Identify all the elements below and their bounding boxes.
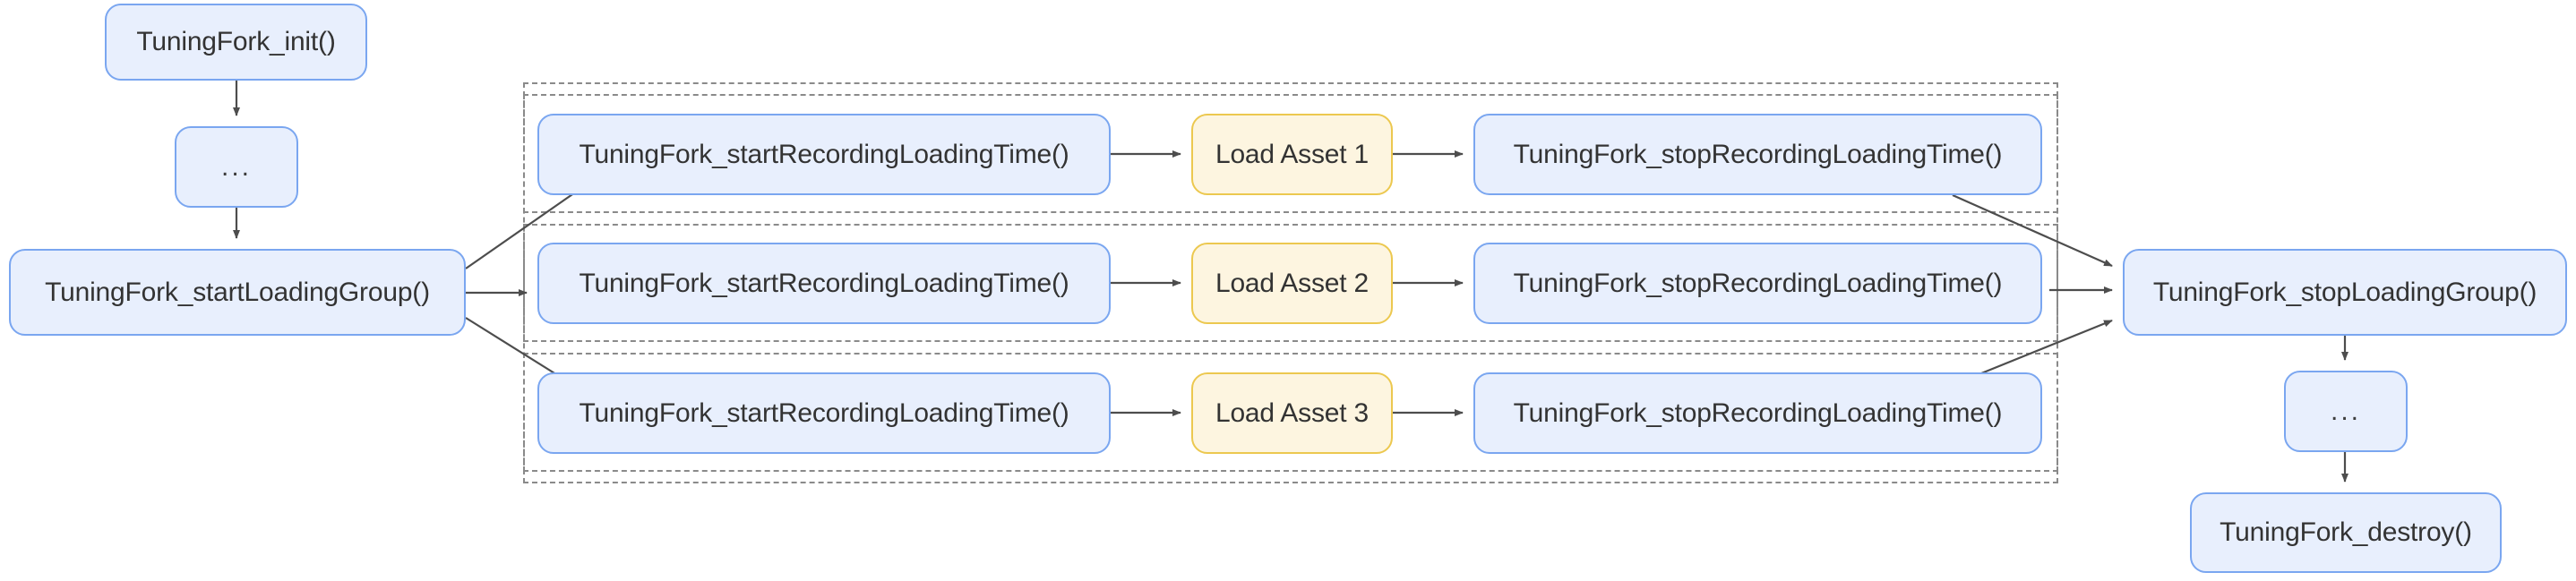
node-tuningfork-destroy[interactable]: TuningFork_destroy() — [2190, 492, 2502, 573]
asset-row-container-2 — [523, 224, 2058, 342]
node-stop-recording-3[interactable]: TuningFork_stopRecordingLoadingTime() — [1473, 372, 2042, 454]
node-start-recording-1[interactable]: TuningFork_startRecordingLoadingTime() — [537, 114, 1111, 195]
node-stop-recording-2[interactable]: TuningFork_stopRecordingLoadingTime() — [1473, 243, 2042, 324]
node-start-recording-2[interactable]: TuningFork_startRecordingLoadingTime() — [537, 243, 1111, 324]
node-stop-recording-1[interactable]: TuningFork_stopRecordingLoadingTime() — [1473, 114, 2042, 195]
node-stop-loading-group[interactable]: TuningFork_stopLoadingGroup() — [2123, 249, 2567, 336]
node-ellipsis-top[interactable]: ... — [175, 126, 298, 208]
asset-row-container-1 — [523, 94, 2058, 213]
node-start-recording-3[interactable]: TuningFork_startRecordingLoadingTime() — [537, 372, 1111, 454]
node-load-asset-1[interactable]: Load Asset 1 — [1191, 114, 1393, 195]
node-ellipsis-bottom[interactable]: ... — [2284, 371, 2408, 452]
node-start-loading-group[interactable]: TuningFork_startLoadingGroup() — [9, 249, 466, 336]
node-load-asset-2[interactable]: Load Asset 2 — [1191, 243, 1393, 324]
node-load-asset-3[interactable]: Load Asset 3 — [1191, 372, 1393, 454]
node-tuningfork-init[interactable]: TuningFork_init() — [105, 4, 367, 81]
